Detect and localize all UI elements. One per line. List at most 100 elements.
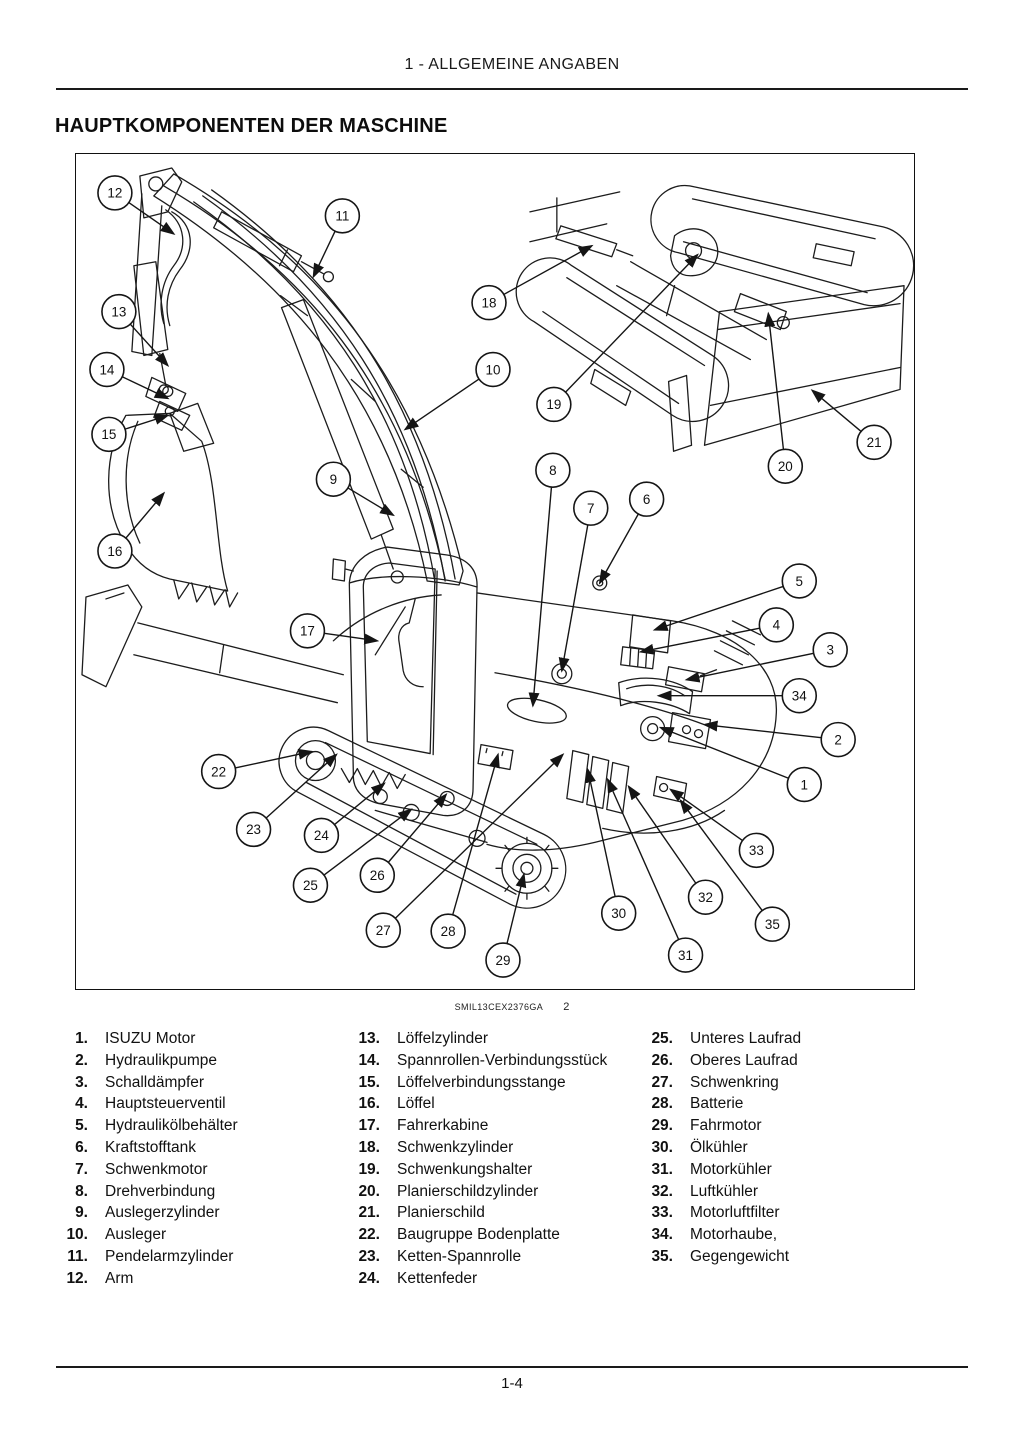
callout-8: 8 xyxy=(528,452,571,708)
legend-item: 7.Schwenkmotor xyxy=(60,1159,360,1181)
callout-number: 22 xyxy=(211,764,226,779)
legend-item: 23.Ketten-Spannrolle xyxy=(352,1246,652,1268)
callout-number: 18 xyxy=(482,295,497,310)
callout-number: 1 xyxy=(801,777,808,792)
legend-item-label: Ketten-Spannrolle xyxy=(397,1247,522,1265)
callout-number: 14 xyxy=(99,362,114,377)
legend-item-label: Luftkühler xyxy=(690,1182,759,1200)
callout-27: 27 xyxy=(365,753,565,948)
legend-item-label: Auslegerzylinder xyxy=(105,1204,220,1222)
legend-item-number: 4. xyxy=(75,1095,88,1113)
callout-9: 9 xyxy=(315,461,395,517)
legend-item-label: Pendelarmzylinder xyxy=(105,1247,234,1265)
callout-number: 31 xyxy=(678,948,693,963)
leader-line xyxy=(627,784,697,884)
legend-item-label: Löffelverbindungsstange xyxy=(397,1073,566,1091)
callout-number: 11 xyxy=(335,209,349,224)
legend-item-label: Baugruppe Bodenplatte xyxy=(397,1226,560,1244)
legend-item-number: 21. xyxy=(358,1204,380,1222)
legend-item-label: Ausleger xyxy=(105,1226,167,1244)
callout-circle xyxy=(235,811,272,848)
callout-circle xyxy=(781,563,818,599)
legend-item: 32. Luftkühler xyxy=(645,1181,945,1203)
callout-number: 29 xyxy=(495,953,510,968)
callout-circle xyxy=(820,721,856,758)
page-number: 1-4 xyxy=(501,1375,523,1392)
leader-line xyxy=(679,798,763,911)
callout-circle xyxy=(289,613,326,649)
callout-number: 5 xyxy=(796,574,803,589)
callout-circle xyxy=(600,895,637,931)
legend-item-number: 24. xyxy=(358,1269,380,1287)
callout-18: 18 xyxy=(471,244,594,321)
legend-item-label: Spannrollen-Verbindungsstück xyxy=(397,1051,608,1069)
leader-line xyxy=(652,585,784,631)
legend-item: 9.Auslegerzylinder xyxy=(60,1202,360,1224)
legend-item-number: 29. xyxy=(651,1117,673,1135)
legend-item: 16.Löffel xyxy=(352,1093,652,1115)
callout-number: 25 xyxy=(303,878,318,893)
callout-circle xyxy=(573,490,609,526)
callout-circle xyxy=(324,198,361,234)
legend-item-number: 30. xyxy=(651,1138,673,1156)
callout-circle xyxy=(767,448,804,485)
callout-circle xyxy=(101,293,137,330)
callout-circle xyxy=(485,942,521,978)
callout-circle xyxy=(781,677,818,714)
callout-circle xyxy=(687,879,724,915)
callout-number: 6 xyxy=(643,492,650,507)
leader-line xyxy=(121,376,170,400)
legend-item: 17.Fahrerkabine xyxy=(352,1115,652,1137)
callout-circle xyxy=(738,832,775,869)
legend-item-label: Schwenkzylinder xyxy=(397,1138,514,1156)
leader-line xyxy=(128,202,176,235)
legend-item-number: 3. xyxy=(75,1073,88,1091)
section-header: 1 - ALLGEMEINE ANGABEN xyxy=(404,56,620,73)
legend-item-number: 25. xyxy=(651,1030,673,1047)
legend-item: 3.Schalldämpfer xyxy=(60,1072,360,1094)
legend-item: 12.Arm xyxy=(60,1268,360,1290)
callout-21: 21 xyxy=(810,389,892,461)
leader-line xyxy=(124,414,170,430)
callout-number: 17 xyxy=(300,624,315,639)
legend-item-label: Gegengewicht xyxy=(690,1247,790,1265)
legend-item-label: Batterie xyxy=(690,1095,744,1113)
leader-line xyxy=(528,487,553,708)
legend-item-label: Motorluftfilter xyxy=(690,1204,780,1222)
legend-item: 31.Motorkühler xyxy=(645,1159,945,1181)
leader-line xyxy=(684,652,814,683)
page-title: HAUPTKOMPONENTEN DER MASCHINE xyxy=(55,115,448,137)
callout-number: 27 xyxy=(376,923,391,938)
callout-circle xyxy=(475,351,511,388)
leader-line xyxy=(323,808,413,876)
legend-item-number: 8. xyxy=(75,1182,88,1200)
callout-25: 25 xyxy=(292,808,413,904)
leader-line xyxy=(585,767,616,897)
callout-number: 20 xyxy=(778,459,793,474)
callout-circle xyxy=(758,607,795,643)
callout-circle xyxy=(754,906,791,942)
legend-item: 8.Drehverbindung xyxy=(60,1181,360,1203)
callout-number: 3 xyxy=(826,643,833,658)
leader-line xyxy=(394,753,565,919)
legend-item: 35.Gegengewicht xyxy=(645,1246,945,1268)
legend-item: 22.Baugruppe Bodenplatte xyxy=(352,1224,652,1246)
callout-circle xyxy=(97,175,133,211)
callout-number: 30 xyxy=(611,906,626,921)
legend-item-number: 6. xyxy=(75,1138,88,1156)
callout-number: 4 xyxy=(773,618,781,633)
leader-line xyxy=(503,244,594,296)
callout-number: 16 xyxy=(107,544,122,559)
callout-31: 31 xyxy=(606,777,704,973)
legend-item-number: 32. xyxy=(651,1182,673,1200)
leader-line xyxy=(558,524,589,673)
legend-item-number: 1. xyxy=(75,1030,88,1047)
legend-item-number: 14. xyxy=(358,1051,380,1069)
leader-line xyxy=(668,788,743,842)
legend-item-number: 17. xyxy=(358,1117,380,1135)
callout-number: 28 xyxy=(441,924,456,939)
legend-item-number: 28. xyxy=(651,1095,673,1113)
